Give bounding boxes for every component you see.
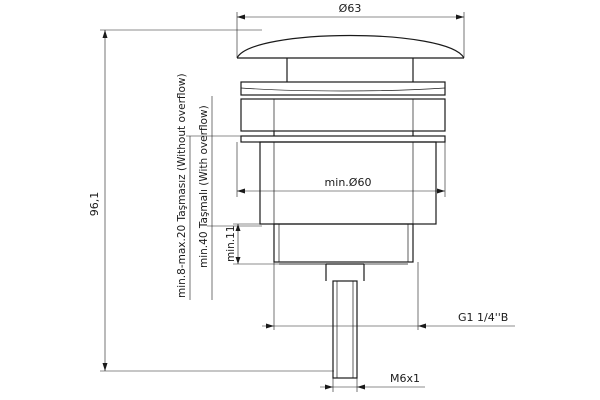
cap-diameter-label: Ø63 [339,2,362,15]
threaded-section [273,223,414,263]
bottom-neck [325,264,365,281]
with-overflow-note: min.40 Taşmalı (With overflow) [198,105,210,268]
middle-flange [240,98,446,132]
overall-height-label: 96,1 [88,192,101,217]
cap-diameter-dimension: Ø63 [236,2,465,57]
screw-rod [332,280,358,379]
screw-size-label: M6x1 [390,372,420,385]
thread-length-dimension: min.11 [225,223,330,265]
body-diameter-dimension: min.Ø60 [236,142,446,197]
upper-flange [240,81,446,96]
mounting-thickness-dimension: min.8-max.20 Taşmasız (Without overflow)… [176,73,262,300]
body-top-ring [240,135,446,143]
thread-size-dimension: G1 1/4''B [262,262,515,330]
overall-height-dimension: 96,1 [88,29,334,372]
without-overflow-note: min.8-max.20 Taşmasız (Without overflow) [176,73,188,298]
flange-taper [240,87,446,92]
drain-valve-outline [236,34,465,379]
screw-size-dimension: M6x1 [320,372,425,392]
cap-dome [236,34,465,59]
thread-length-label: min.11 [225,226,237,263]
body-diameter-label: min.Ø60 [325,176,372,189]
thread-size-label: G1 1/4''B [458,311,508,324]
